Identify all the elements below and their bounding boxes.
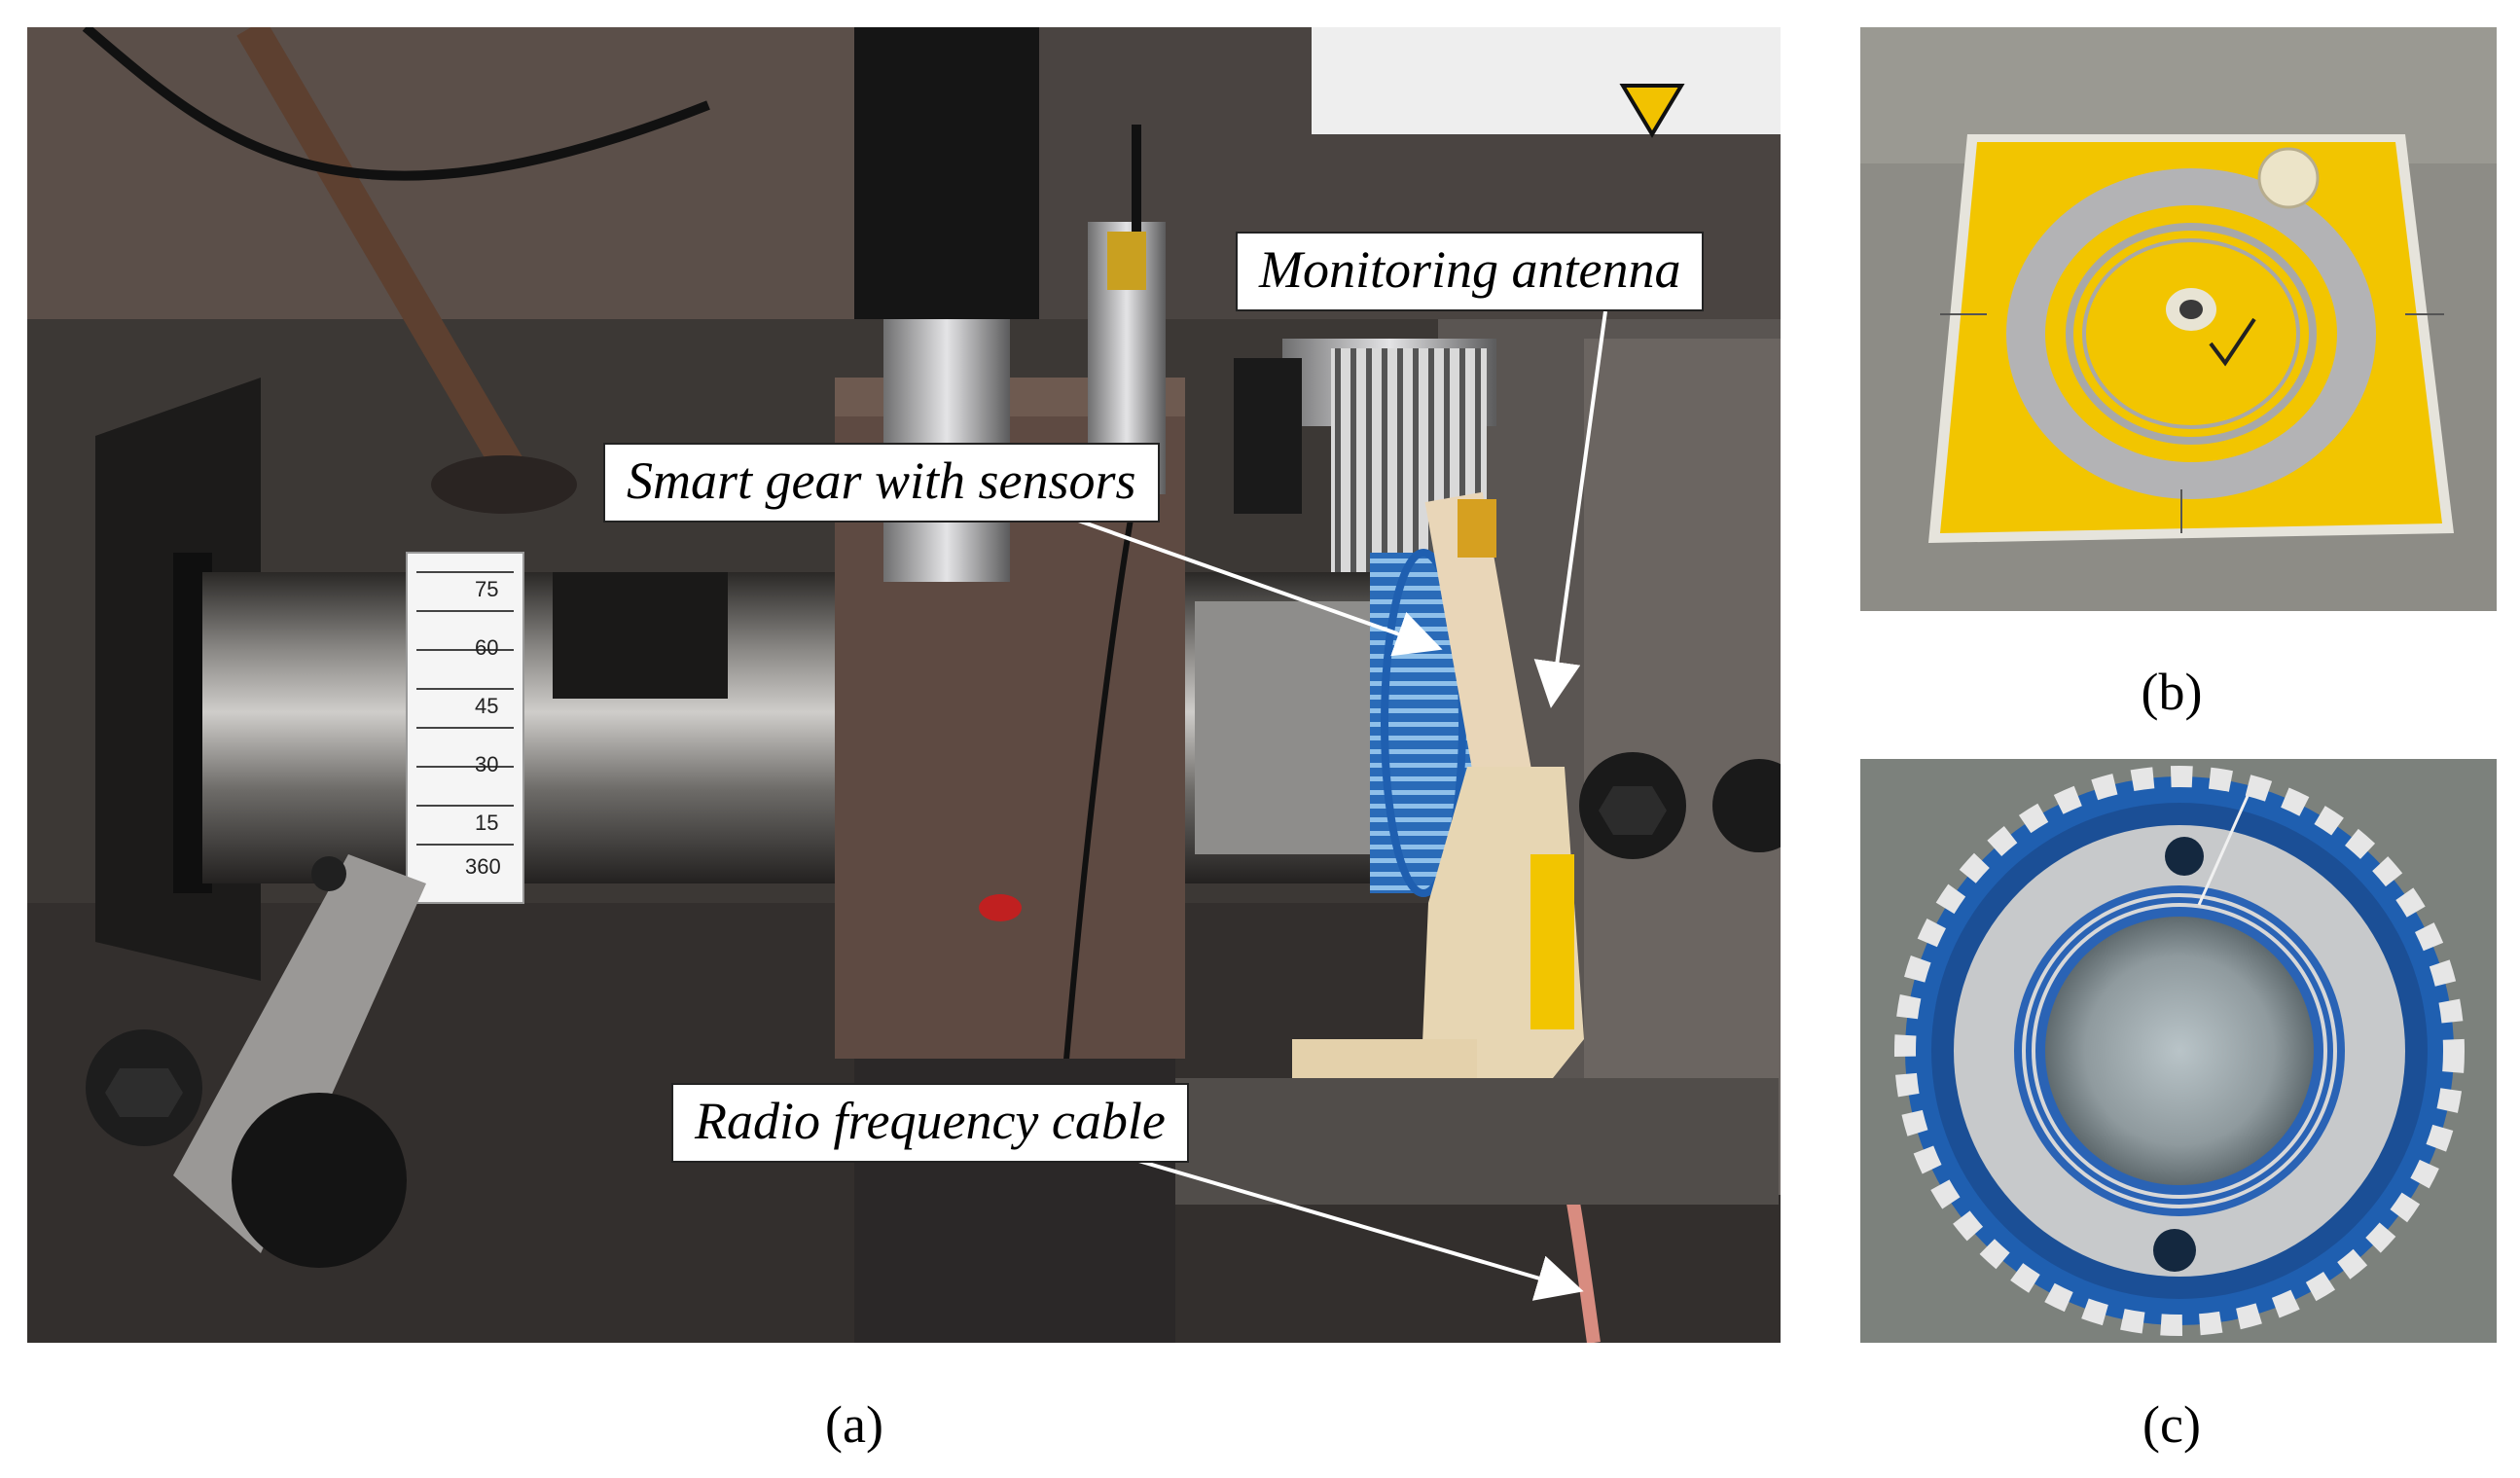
scale-tick-60: 60 <box>475 635 498 660</box>
scale-tick-360: 360 <box>465 854 501 879</box>
antenna-board-illustration <box>1860 27 2497 611</box>
caption-b: (b) <box>2141 663 2203 721</box>
scale-tick-75: 75 <box>475 577 498 601</box>
scale-tick-15: 15 <box>475 811 498 835</box>
caption-c: (c) <box>2142 1395 2201 1454</box>
antenna-board-photo <box>1860 27 2497 611</box>
smart-gear-label: Smart gear with sensors <box>603 443 1160 523</box>
scale-tick-45: 45 <box>475 694 498 718</box>
smart-gear-photo <box>1860 759 2497 1343</box>
caption-a: (a) <box>825 1395 883 1454</box>
monitoring-antenna-label: Monitoring antenna <box>1236 232 1705 311</box>
rf-cable-label: Radio frequency cable <box>671 1083 1189 1163</box>
scale-tick-30: 30 <box>475 752 498 776</box>
smart-gear-illustration <box>1860 759 2497 1343</box>
